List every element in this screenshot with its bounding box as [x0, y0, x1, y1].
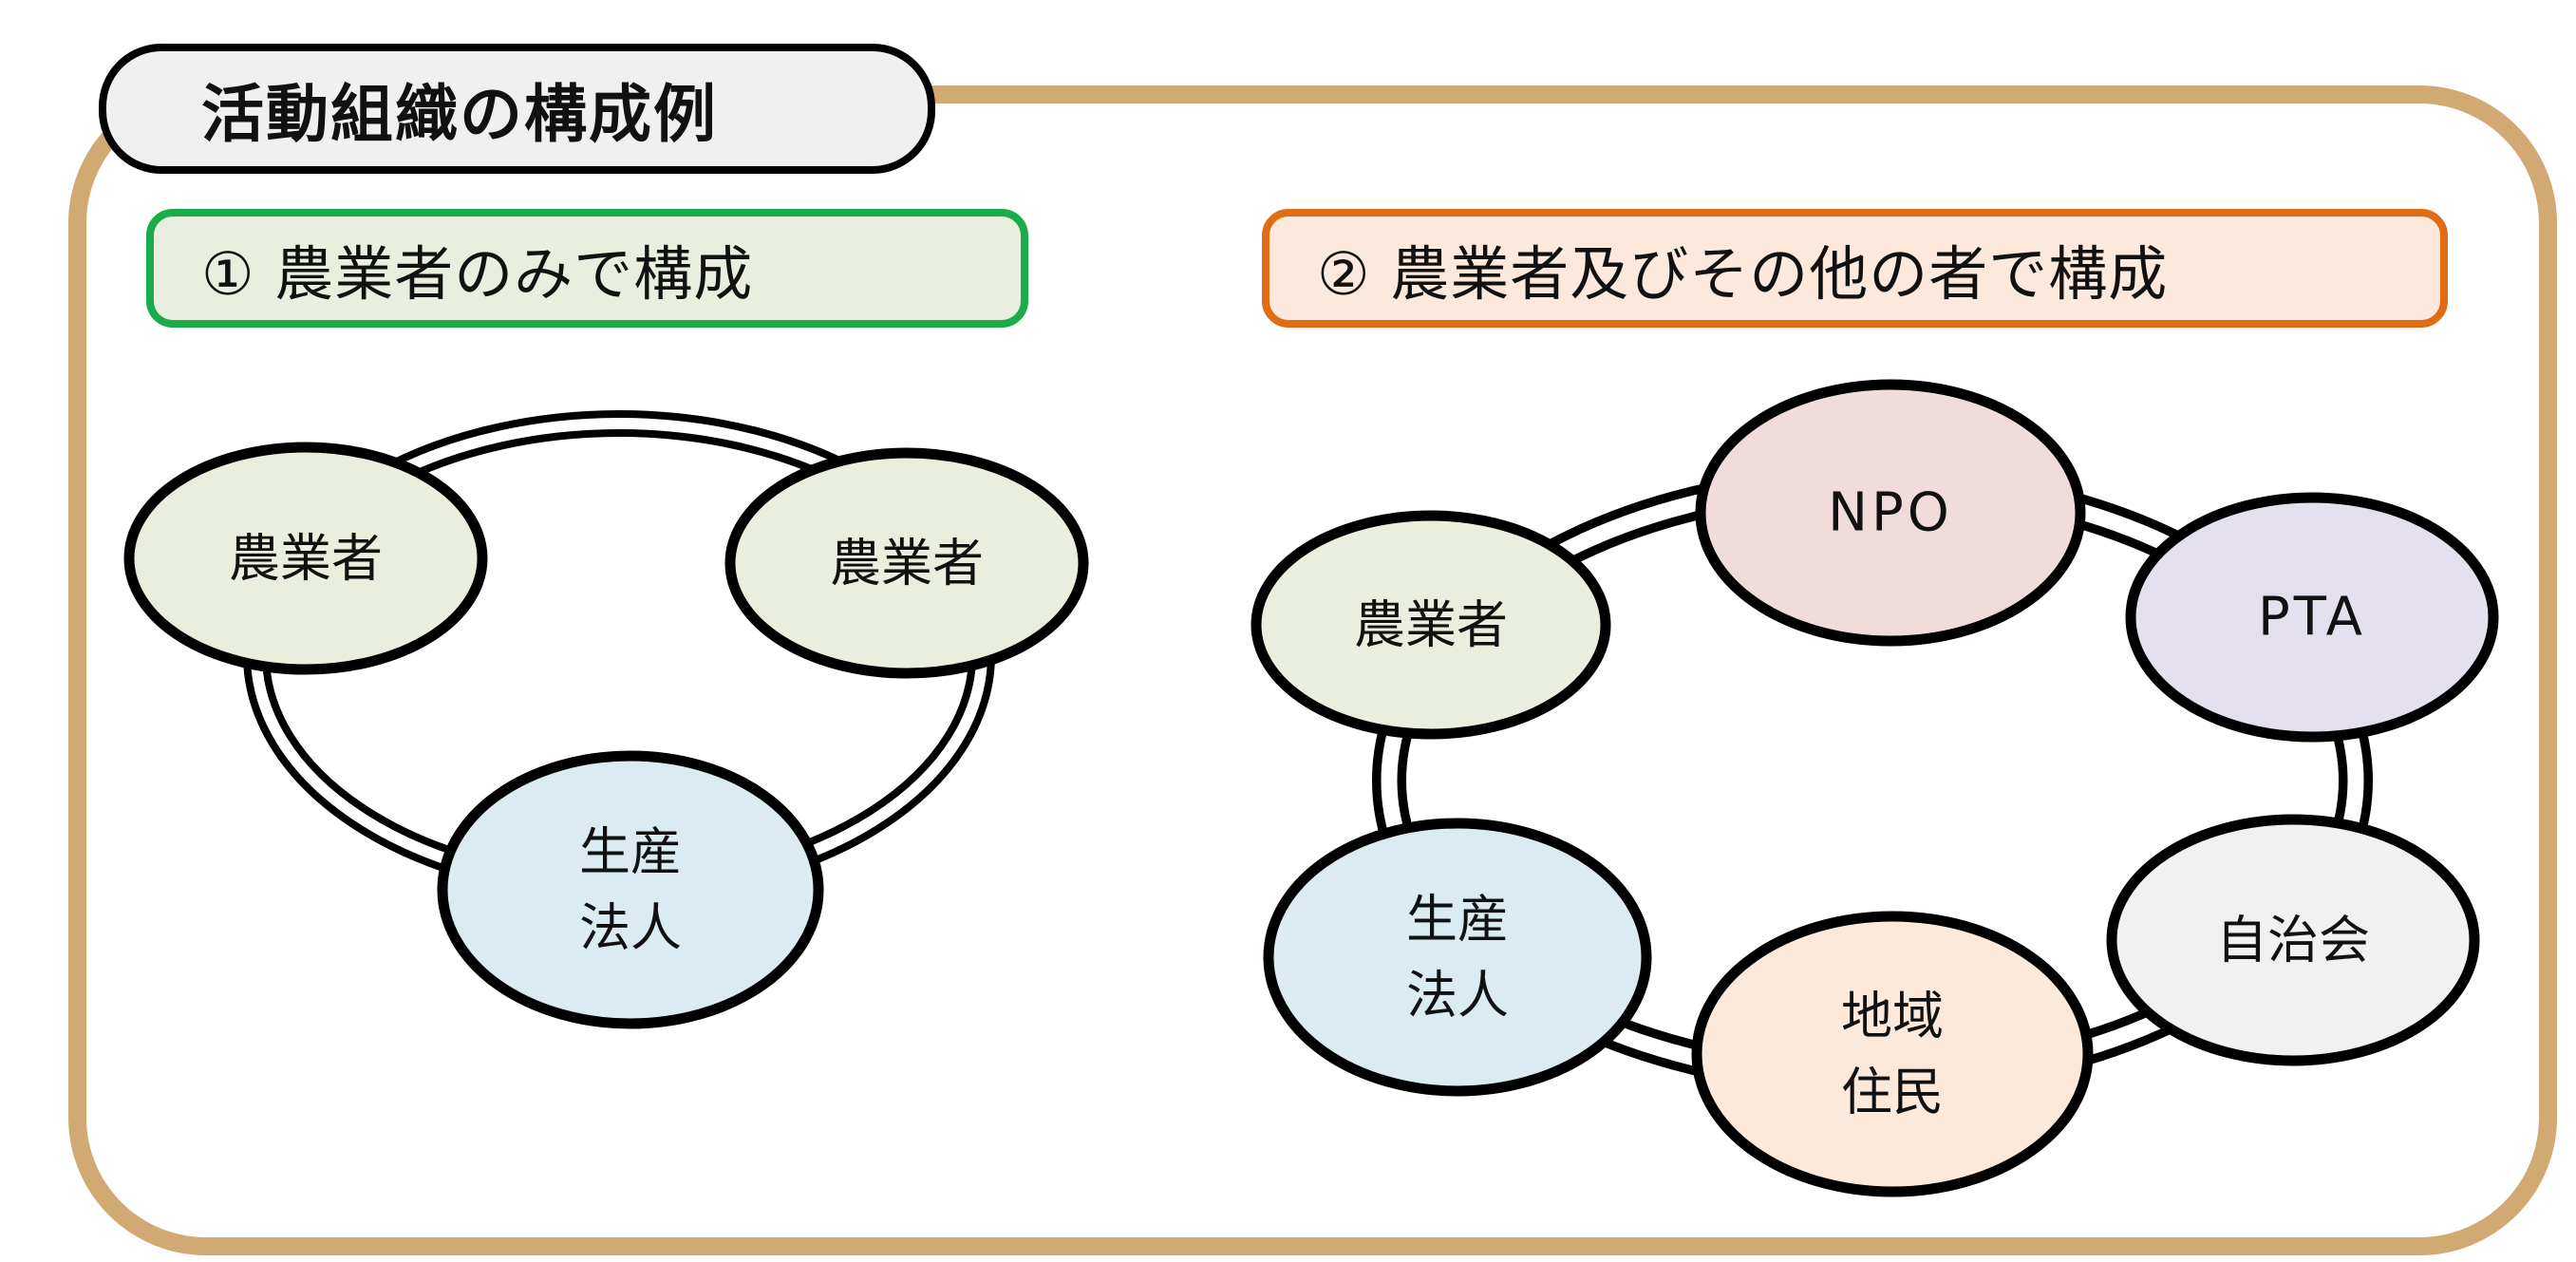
section-1-heading-box: ① 農業者のみで構成 [146, 209, 1028, 328]
node-neighborhood-assoc: 自治会 [2106, 814, 2480, 1066]
section-1-heading: ① 農業者のみで構成 [201, 238, 754, 309]
node-label: 法人 [579, 898, 682, 958]
section-2-heading: ② 農業者及びその他の者で構成 [1317, 238, 2169, 309]
node-farmer-a: 農業者 [123, 442, 488, 675]
node-farmer: 農業者 [1250, 510, 1611, 740]
node-ellipse [123, 442, 488, 675]
node-pta: PTA [2125, 492, 2499, 743]
node-label: NPO [1828, 482, 1953, 544]
node-farmer-b: 農業者 [724, 447, 1089, 679]
node-label: 農業者 [830, 534, 984, 593]
section-2-heading-box: ② 農業者及びその他の者で構成 [1262, 209, 2448, 328]
node-label: 法人 [1406, 966, 1509, 1026]
node-label: 農業者 [229, 529, 383, 589]
node-ellipse [724, 447, 1089, 679]
page-title: 活動組織の構成例 [201, 77, 718, 151]
node-ellipse [1263, 818, 1652, 1097]
node-ellipse [2106, 814, 2480, 1066]
title-pill: 活動組織の構成例 [99, 44, 935, 174]
node-label: 生産 [1406, 890, 1509, 950]
node-label: 自治会 [2216, 911, 2370, 970]
node-label: 生産 [579, 822, 682, 882]
node-npo: NPO [1695, 379, 2086, 647]
node-ellipse [2125, 492, 2499, 743]
node-label: 農業者 [1354, 595, 1508, 655]
node-label: 地域 [1841, 987, 1944, 1046]
node-ellipse [437, 750, 824, 1029]
node-ellipse [1695, 379, 2086, 647]
node-label: 住民 [1841, 1063, 1944, 1122]
node-ellipse [1250, 510, 1611, 740]
node-ellipse [1691, 911, 2094, 1197]
node-label: PTA [2258, 587, 2366, 649]
